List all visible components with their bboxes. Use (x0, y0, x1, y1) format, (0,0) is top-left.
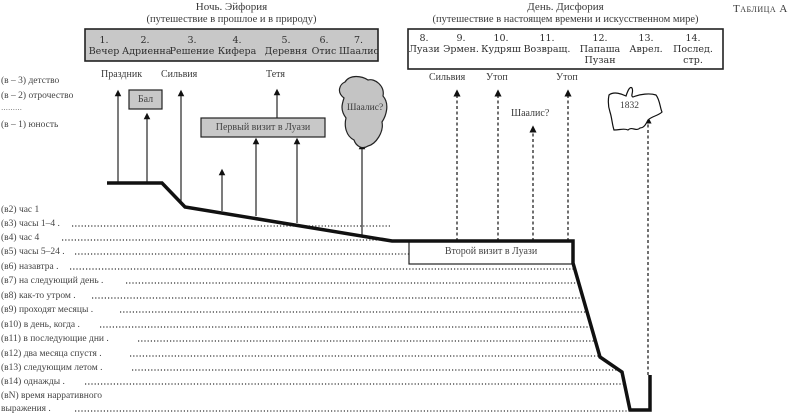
chapter-name: Возвращ. (523, 44, 571, 55)
chapter-name-line2: стр. (683, 55, 703, 66)
chapter-7: 7.Шаалис (339, 35, 379, 57)
level-v2: (в2) час 1 (1, 205, 40, 215)
chapter-name: Кудряш (481, 44, 521, 55)
level-v9: (в9) проходят месяцы . (1, 305, 94, 315)
first-visit-box (200, 117, 326, 138)
level-v13: (в13) следующим летом . (1, 363, 103, 373)
chapter-number: 3. (187, 35, 197, 46)
level-v11: (в11) в последующие дни . (1, 334, 109, 344)
year-1832-shape (607, 86, 663, 131)
chapter-name: Папаша (579, 44, 621, 55)
level-v8: (в8) как-то утром . (1, 291, 76, 301)
level-v5: (в5) часы 5–24 . (1, 247, 65, 257)
label-second-visit: Второй визит в Луази (444, 246, 538, 257)
chapter-6: 6.Отис (309, 35, 339, 57)
level-v-1-youth: (в – 1) юность (1, 120, 59, 130)
day-subtitle: (путешествие в настоящем времени и искус… (432, 14, 699, 25)
label-utop-1: Утоп (486, 72, 508, 83)
label-tetya: Тетя (266, 69, 286, 80)
table-label: Таблица А (733, 3, 788, 15)
chapter-name: Шаалис (339, 46, 379, 57)
label-prazdnik: Праздник (101, 69, 143, 80)
label-first-visit: Первый визит в Луази (215, 122, 311, 133)
level-v14: (в14) однажды . (1, 377, 65, 387)
chapter-number: 8. (419, 33, 429, 44)
chapter-number: 4. (232, 35, 242, 46)
level-vN-line2: выражения . (1, 404, 51, 414)
chapter-number: 5. (281, 35, 291, 46)
bal-box (128, 89, 163, 110)
level-vN: (вN) время нарративного (1, 391, 102, 401)
chapter-name: Вечер (88, 46, 120, 57)
chapter-14: 14.Послед.стр. (670, 33, 716, 66)
chapter-9: 9.Эрмен. (441, 33, 481, 55)
time-level-dotted-lines (62, 225, 628, 412)
label-silvia-night: Сильвия (161, 69, 198, 80)
chapter-number: 13. (638, 33, 654, 44)
night-memory-arrows (114, 88, 366, 236)
chapter-11: 11.Возвращ. (522, 33, 572, 55)
chapter-5: 5.Деревня (263, 35, 309, 57)
night-subtitle: (путешествие в прошлое и в природу) (146, 14, 317, 25)
chapter-name: Отис (311, 46, 337, 57)
chapter-number: 7. (353, 35, 364, 46)
level-v3: (в3) часы 1–4 . (1, 219, 60, 229)
shaalis-cloud-shape (338, 75, 388, 149)
chapter-2: 2.Адриенна (122, 35, 172, 57)
chapter-13: 13.Аврел. (628, 33, 664, 55)
chapter-number: 10. (493, 33, 509, 44)
level-v-3-childhood: (в – 3) детство (1, 76, 60, 86)
chapter-number: 2. (140, 35, 150, 46)
chapter-name-line2: Пузан (584, 55, 616, 66)
night-chapters-box (84, 28, 379, 62)
level-ellipsis: ……… (1, 104, 22, 112)
day-memory-arrows (453, 89, 652, 375)
label-shaalis-question: Шаалис? (511, 108, 550, 119)
level-v12: (в12) два месяца спустя . (1, 349, 102, 359)
day-title: День. Дисфория (527, 1, 604, 13)
night-title: Ночь. Эйфория (195, 1, 268, 13)
level-v-2-adolescence: (в – 2) отрочество (1, 91, 74, 101)
chapter-name: Аврел. (629, 44, 663, 55)
chapter-name: Кифера (217, 46, 257, 57)
chapter-number: 6. (319, 35, 329, 46)
day-chapters-box (407, 28, 724, 70)
chapter-name: Луази (409, 44, 440, 55)
chapter-10: 10.Кудряш (481, 33, 521, 55)
chapter-name: Решение (169, 46, 215, 57)
chapter-number: 14. (685, 33, 701, 44)
label-year-1832: 1832 (620, 101, 639, 111)
level-v4: (в4) час 4 (1, 233, 40, 243)
chapter-4: 4.Кифера (216, 35, 258, 57)
chapter-name: Послед. (673, 44, 713, 55)
level-v6: (в6) назавтра . (1, 262, 59, 272)
chapter-number: 11. (539, 33, 555, 44)
chapter-number: 12. (592, 33, 608, 44)
level-v7: (в7) на следующий день . (1, 276, 104, 286)
chapter-number: 9. (456, 33, 466, 44)
chapter-3: 3.Решение (169, 35, 215, 57)
chapter-name: Эрмен. (443, 44, 479, 55)
level-v10: (в10) в день, когда . (1, 320, 80, 330)
label-utop-2: Утоп (556, 72, 578, 83)
label-shaalis-cloud: Шаалис? (346, 103, 384, 113)
chapter-name: Адриенна (122, 46, 172, 57)
chapter-1: 1.Вечер (86, 35, 122, 57)
narrative-time-line (107, 181, 652, 412)
chapter-name: Деревня (264, 46, 308, 57)
label-silvia-day: Сильвия (429, 72, 466, 83)
chapter-number: 1. (99, 35, 109, 46)
label-bal: Бал (137, 94, 154, 105)
chapter-8: 8.Луази (409, 33, 440, 55)
